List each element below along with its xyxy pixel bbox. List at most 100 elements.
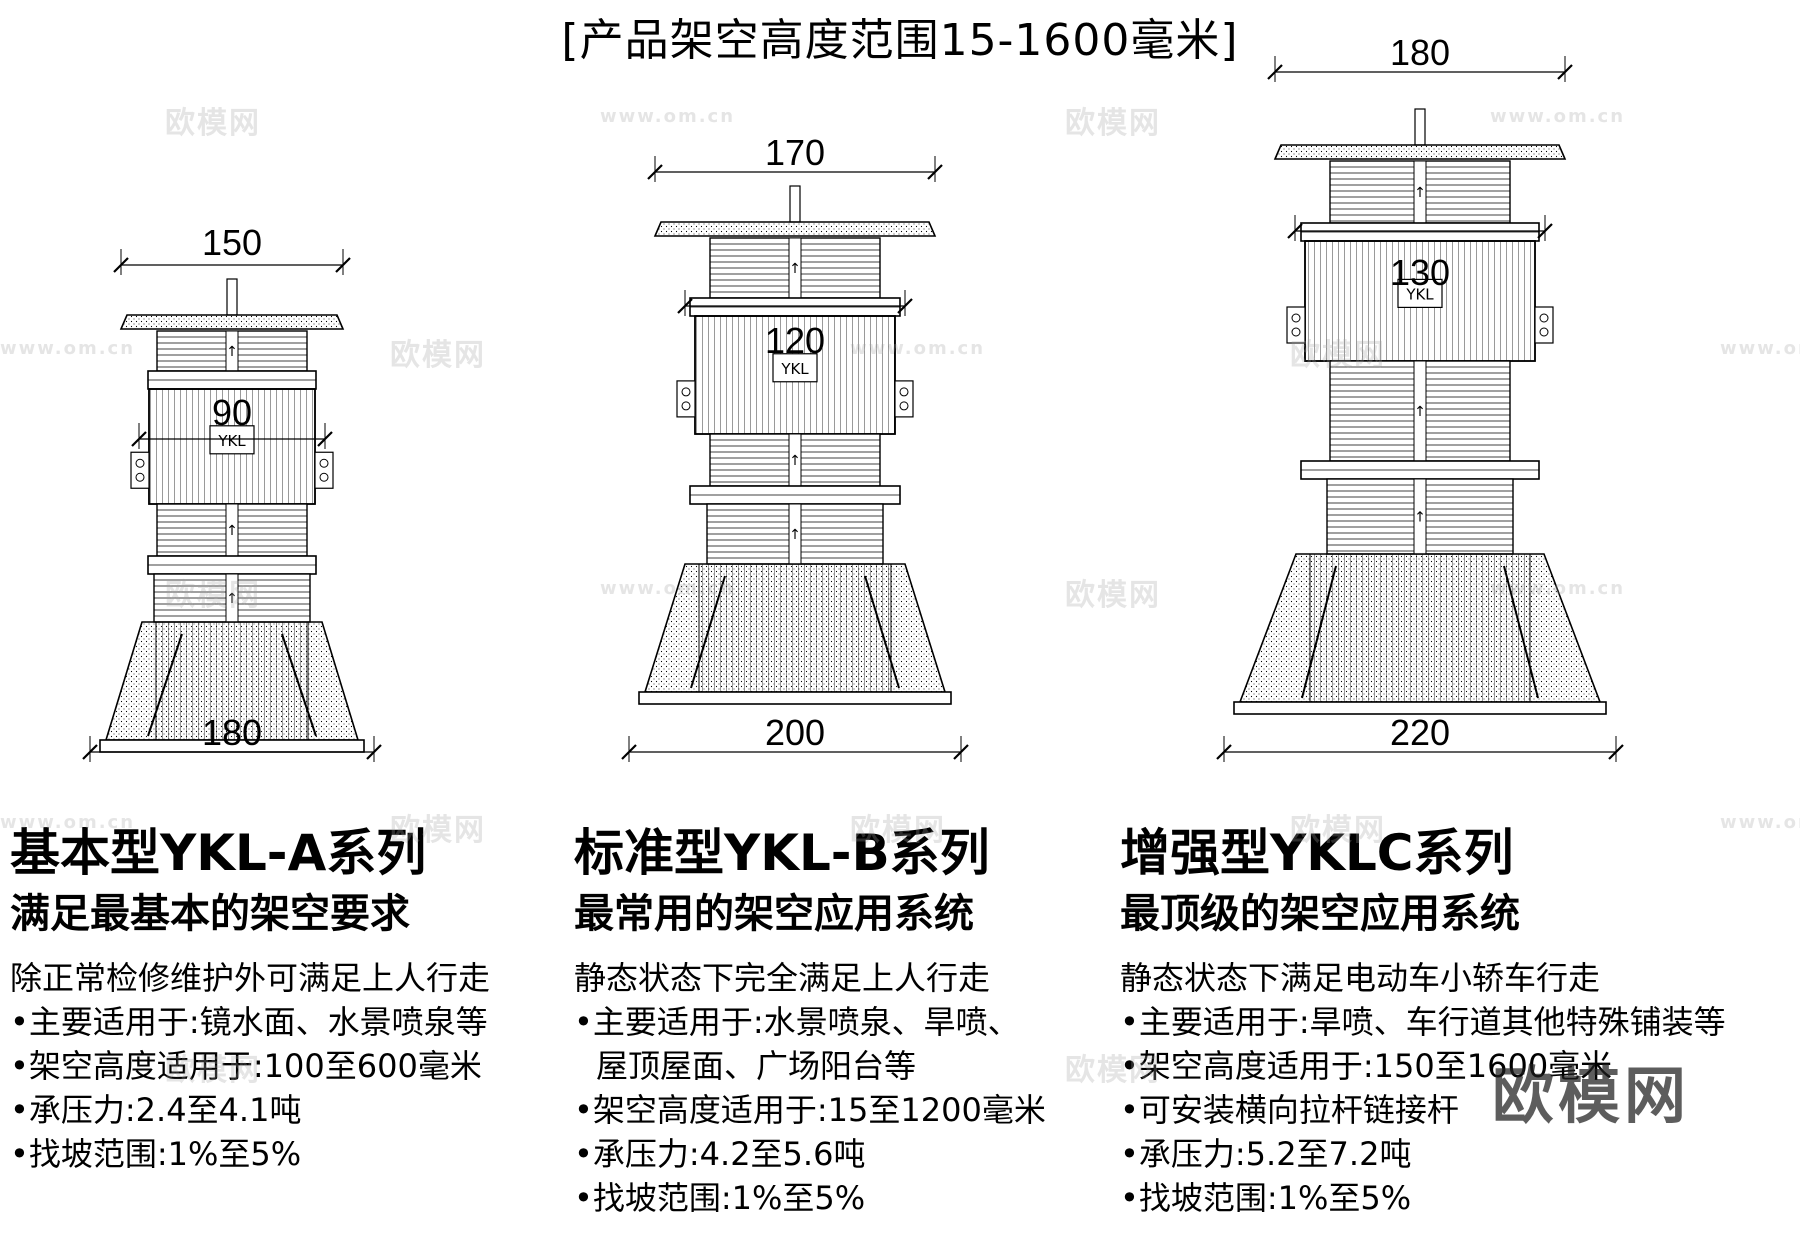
watermark: 欧模网	[1065, 106, 1161, 141]
side-lug	[1534, 306, 1554, 344]
dim-top-c: 180	[1389, 32, 1451, 73]
arrow-icon: ↑	[1414, 185, 1426, 201]
watermark: 欧模网	[165, 106, 261, 141]
series-b-feature: •承压力:4.2至5.6吨	[574, 1135, 866, 1173]
dimension-tick	[897, 298, 913, 314]
dim-mid-b: 120	[764, 320, 826, 361]
brand-badge	[772, 353, 818, 383]
pedestal-c: ↑ YKL ↑ ↑	[1216, 56, 1624, 762]
series-c: 增强型YKLC系列 最顶级的架空应用系统 静态状态下满足电动车小轿车行走 •主要…	[1120, 822, 1726, 1220]
side-lug	[130, 451, 150, 489]
dimension-tick	[1608, 744, 1624, 760]
series-b-description: 静态状态下完全满足上人行走	[574, 959, 991, 997]
brand-badge-text: YKL	[1405, 285, 1434, 303]
series-a-feature: •找坡范围:1%至5%	[10, 1135, 302, 1173]
brand-badge-text: YKL	[780, 360, 809, 378]
dimension-tick	[1537, 223, 1553, 239]
series-c-subtitle: 最顶级的架空应用系统	[1120, 891, 1520, 937]
dimension-tick	[1216, 744, 1232, 760]
arrow-icon: ↑	[226, 344, 238, 360]
dimension-tick	[1557, 64, 1573, 80]
series-a-feature: •架空高度适用于:100至600毫米	[10, 1047, 482, 1085]
series-c-feature: •找坡范围:1%至5%	[1120, 1179, 1412, 1217]
base-ribs	[1309, 553, 1531, 703]
lug-hole	[1291, 313, 1301, 323]
support-head-plate	[653, 221, 937, 237]
dim-base-b: 200	[764, 712, 826, 753]
arrow-icon: ↑	[789, 453, 801, 469]
dimension-tick	[953, 744, 969, 760]
watermark-url: www.om.cn	[0, 812, 136, 833]
lug-hole	[1539, 327, 1549, 337]
watermark-url: www.om.cn	[1490, 106, 1626, 127]
watermark-url: www.om.cn	[1720, 812, 1800, 833]
dimension-tick	[1287, 223, 1303, 239]
base-ribs	[698, 563, 892, 693]
lug-hole	[899, 401, 909, 411]
side-lug	[676, 380, 696, 418]
watermark-url: www.om.cn	[1720, 338, 1800, 359]
series-b: 标准型YKL-B系列 最常用的架空应用系统 静态状态下完全满足上人行走 •主要适…	[574, 822, 1046, 1220]
series-b-name: 标准型YKL-B系列	[574, 824, 990, 882]
series-b-feature: •找坡范围:1%至5%	[574, 1179, 866, 1217]
dim-base-a: 180	[201, 712, 263, 753]
side-lug	[1286, 306, 1306, 344]
base-strut	[864, 575, 900, 689]
dim-mid-c: 130	[1389, 252, 1451, 293]
series-c-description: 静态状态下满足电动车小轿车行走	[1120, 959, 1601, 997]
arrow-icon: ↑	[1414, 404, 1426, 420]
series-c-feature: •架空高度适用于:150至1600毫米	[1120, 1047, 1613, 1085]
base-strut	[1503, 565, 1539, 699]
series-a-feature: •承压力:2.4至4.1吨	[10, 1091, 302, 1129]
watermark: 欧模网	[1065, 578, 1161, 613]
dimension-tick	[621, 744, 637, 760]
lug-hole	[681, 387, 691, 397]
dimension-tick	[1267, 64, 1283, 80]
watermark: 欧模网	[165, 1053, 261, 1088]
brand-badge	[209, 425, 255, 455]
watermark-url: www.om.cn	[0, 338, 136, 359]
base-strut	[281, 633, 317, 737]
watermark: 欧模网	[390, 813, 486, 848]
dimension-tick	[131, 431, 147, 447]
pedestal-a: ↑YKL↑↑	[82, 249, 382, 762]
lug-hole	[135, 472, 145, 482]
lug-hole	[319, 458, 329, 468]
series-b-feature: •架空高度适用于:15至1200毫米	[574, 1091, 1046, 1129]
series-a-feature: •主要适用于:镜水面、水景喷泉等	[10, 1003, 488, 1041]
series-a-description: 除正常检修维护外可满足上人行走	[10, 959, 491, 997]
arrow-icon: ↑	[226, 523, 238, 539]
watermark: 欧模网	[1290, 338, 1386, 373]
arrow-icon: ↑	[1414, 510, 1426, 526]
watermark-url: www.om.cn	[600, 578, 736, 599]
threaded-stem	[226, 278, 238, 316]
lug-hole	[1291, 327, 1301, 337]
dimension-tick	[82, 744, 98, 760]
dimension-tick	[366, 744, 382, 760]
watermark: 欧模网	[390, 338, 486, 373]
series-b-feature: 屋顶屋面、广场阳台等	[596, 1047, 917, 1085]
series-c-feature: •主要适用于:旱喷、车行道其他特殊铺装等	[1120, 1003, 1726, 1041]
lug-hole	[319, 472, 329, 482]
dim-base-c: 220	[1389, 712, 1451, 753]
watermark: 欧模网	[850, 813, 946, 848]
series-c-feature: •承压力:5.2至7.2吨	[1120, 1135, 1412, 1173]
series-c-name: 增强型YKLC系列	[1120, 824, 1514, 882]
series-b-subtitle: 最常用的架空应用系统	[574, 891, 974, 937]
dimension-tick	[647, 164, 663, 180]
dimension-tick	[927, 164, 943, 180]
series-c-feature: •可安装横向拉杆链接杆	[1120, 1091, 1459, 1129]
series-a-name: 基本型YKL-A系列	[10, 824, 427, 882]
lug-hole	[1539, 313, 1549, 323]
side-lug	[894, 380, 914, 418]
base-strut	[1301, 565, 1337, 699]
arrow-icon: ↑	[789, 261, 801, 277]
arrow-icon: ↑	[789, 527, 801, 543]
lug-hole	[899, 387, 909, 397]
dimension-tick	[113, 257, 129, 273]
watermark-url: www.om.cn	[850, 338, 986, 359]
arrow-icon: ↑	[226, 591, 238, 607]
side-lug	[314, 451, 334, 489]
pedestal-b: ↑ YKL ↑ ↑	[621, 156, 969, 762]
dimension-tick	[677, 298, 693, 314]
